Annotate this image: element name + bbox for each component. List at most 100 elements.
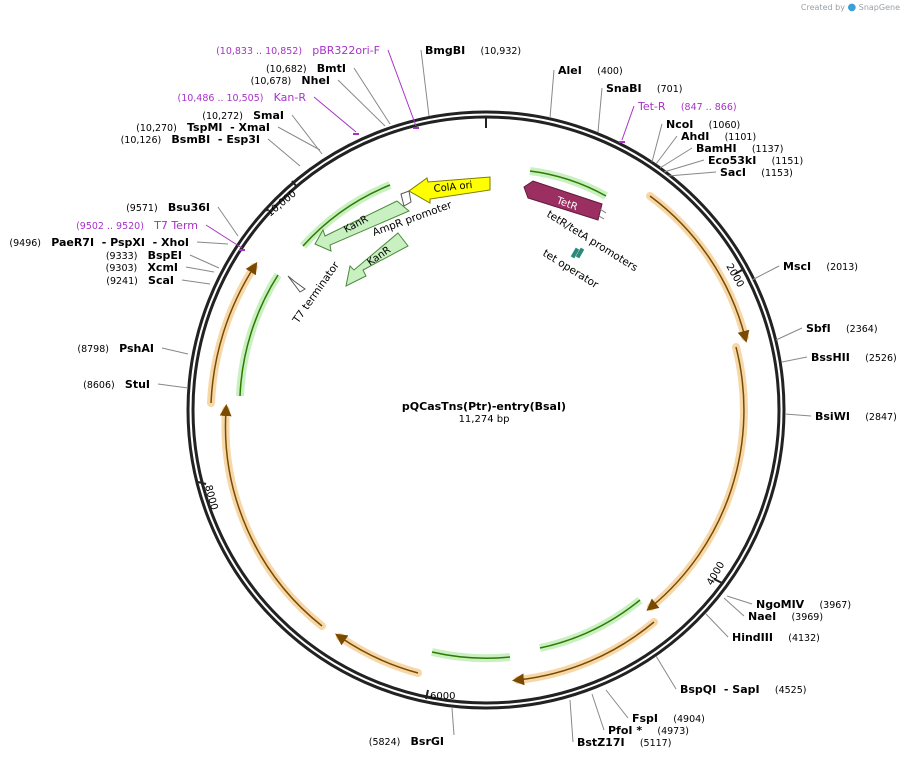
- site-leader-line: [705, 613, 729, 638]
- site-fspi[interactable]: FspI (4904): [605, 689, 705, 726]
- site-name: SmaI: [253, 109, 284, 122]
- site-labels: BmgBI (10,932) AleI (400)SnaBI (701)Tet-R…: [9, 39, 897, 750]
- site-pfoi[interactable]: PfoI * (4973): [591, 693, 689, 738]
- site-sbfi[interactable]: SbfI (2364): [775, 317, 878, 341]
- site-paer7i-pspxi-xhoi[interactable]: (9496) PaeR7I - PspXI - XhoI: [9, 231, 229, 250]
- site-name: SnaBI: [606, 82, 642, 95]
- site-leader-line: [651, 123, 663, 163]
- site-name: NaeI: [748, 610, 776, 623]
- site-leader-line: [781, 356, 808, 363]
- feature-kanr-2[interactable]: KanR: [345, 232, 409, 287]
- site-snabi[interactable]: SnaBI (701): [597, 77, 682, 133]
- site-label: (9502 .. 9520) T7 Term: [76, 214, 198, 233]
- site-label: (9241) ScaI: [106, 269, 174, 288]
- site-leader-line: [217, 206, 239, 237]
- site-msci[interactable]: MscI (2013): [751, 255, 858, 281]
- feature-tet-operator[interactable]: tet operator: [540, 247, 601, 291]
- site-position: (847 .. 866): [681, 102, 737, 113]
- site-label: SacI (1153): [720, 161, 793, 180]
- site-bspqi-sapi[interactable]: BspQI - SapI (4525): [655, 655, 806, 697]
- site-bsmbi-esp3i[interactable]: (10,126) BsmBI - Esp3I: [121, 128, 301, 167]
- site-scai[interactable]: (9241) ScaI: [106, 269, 211, 288]
- site-saci[interactable]: SacI (1153): [667, 161, 793, 180]
- site-label: (10,678) NheI: [251, 69, 330, 88]
- site-label: BstZ17I (5117): [577, 731, 671, 750]
- site-label: BamHI (1137): [696, 137, 783, 156]
- site-bsshii[interactable]: BssHII (2526): [781, 346, 897, 365]
- site-leader-line: [157, 383, 189, 389]
- site-position: (1137): [752, 144, 784, 155]
- site-eco53ki[interactable]: Eco53kI (1151): [663, 149, 803, 173]
- site-leader-line: [621, 105, 635, 141]
- site-leader-line: [337, 79, 386, 127]
- site-name: SacI: [720, 166, 746, 179]
- feature-t7-terminator[interactable]: T7 terminator: [287, 259, 342, 327]
- site-bstz17i[interactable]: BstZ17I (5117): [569, 699, 671, 750]
- site-name: FspI: [632, 712, 658, 725]
- site-name: pBR322ori-F: [312, 44, 380, 57]
- site-position: (4525): [775, 685, 807, 696]
- site-position: (10,678): [251, 76, 292, 87]
- site-name: NheI: [301, 74, 330, 87]
- site-position: (8798): [77, 344, 109, 355]
- site-nhei[interactable]: (10,678) NheI: [251, 69, 386, 127]
- credit-text: Created by: [800, 3, 845, 12]
- site-position: (2847): [865, 412, 897, 423]
- site-bspei[interactable]: (9333) BspEI: [106, 244, 220, 269]
- feature-tetr[interactable]: TetR: [523, 180, 603, 221]
- site-label: (10,486 .. 10,505) Kan-R: [177, 86, 306, 105]
- site-name: BsrGI: [411, 735, 444, 748]
- site-ncoi[interactable]: NcoI (1060): [651, 113, 740, 163]
- site-tet-r[interactable]: Tet-R (847 .. 866): [619, 95, 737, 143]
- site-alei[interactable]: AleI (400): [549, 59, 623, 119]
- site-leader-line: [387, 49, 417, 127]
- plasmid-length: 11,274 bp: [459, 414, 510, 425]
- site-bmti[interactable]: (10,682) BmtI: [266, 57, 391, 125]
- site-leader-line: [605, 689, 629, 719]
- site-t7-term[interactable]: (9502 .. 9520) T7 Term: [76, 214, 245, 251]
- site-label: (10,682) BmtI: [266, 57, 346, 76]
- snapgene-credit: Created by ● SnapGene: [801, 2, 900, 13]
- site-name: BspEI: [148, 249, 182, 262]
- site-position: (5824): [369, 737, 401, 748]
- site-bamhi[interactable]: BamHI (1137): [659, 137, 783, 169]
- site-hindiii[interactable]: HindIII (4132): [705, 613, 820, 645]
- site-pbr322ori-f[interactable]: (10,833 .. 10,852) pBR322ori-F: [216, 39, 419, 129]
- site-label: BssHII (2526): [811, 346, 897, 365]
- site-leader-line: [655, 135, 678, 165]
- site-bsrgi[interactable]: (5824) BsrGI: [369, 707, 455, 749]
- site-name: ScaI: [148, 274, 174, 287]
- site-leader-line: [723, 597, 745, 617]
- site-name: Tet-R: [637, 100, 666, 113]
- site-stui[interactable]: (8606) StuI: [83, 373, 189, 392]
- site-name: MscI: [783, 260, 811, 273]
- site-position: (10,270): [136, 123, 177, 134]
- t7-terminator-label: T7 terminator: [290, 259, 342, 326]
- site-label: (9571) Bsu36I: [126, 196, 210, 215]
- site-xcmi[interactable]: (9303) XcmI: [106, 256, 215, 275]
- site-pshai[interactable]: (8798) PshAI: [77, 337, 189, 356]
- site-leader-line: [196, 241, 229, 245]
- site-bmgbi[interactable]: BmgBI (10,932): [420, 39, 521, 117]
- site-name: T7 Term: [153, 219, 198, 232]
- site-name: PshAI: [119, 342, 154, 355]
- site-label: BspQI - SapI (4525): [680, 678, 806, 697]
- site-bsu36i[interactable]: (9571) Bsu36I: [126, 196, 239, 237]
- site-ahdi[interactable]: AhdI (1101): [655, 125, 756, 165]
- site-label: BmgBI (10,932): [425, 39, 521, 58]
- site-name: BspQI - SapI: [680, 683, 760, 696]
- site-tspmi-xmai[interactable]: (10,270) TspMI - XmaI: [136, 116, 321, 151]
- site-bsiwi[interactable]: BsiWI (2847): [784, 405, 897, 424]
- site-smai[interactable]: (10,272) SmaI: [202, 104, 323, 155]
- site-leader-line: [663, 159, 705, 173]
- site-position: (10,833 .. 10,852): [216, 46, 302, 57]
- site-ngomiv[interactable]: NgoMIV (3967): [726, 593, 851, 612]
- site-leader-line: [726, 595, 753, 605]
- site-naei[interactable]: NaeI (3969): [723, 597, 823, 624]
- feature-cola-ori[interactable]: ColA ori: [408, 176, 491, 204]
- site-kan-r[interactable]: (10,486 .. 10,505) Kan-R: [177, 86, 359, 135]
- site-position: (3967): [819, 600, 851, 611]
- site-label: NaeI (3969): [748, 605, 823, 624]
- site-label: AleI (400): [558, 59, 623, 78]
- tet-operator-label: tet operator: [540, 247, 601, 291]
